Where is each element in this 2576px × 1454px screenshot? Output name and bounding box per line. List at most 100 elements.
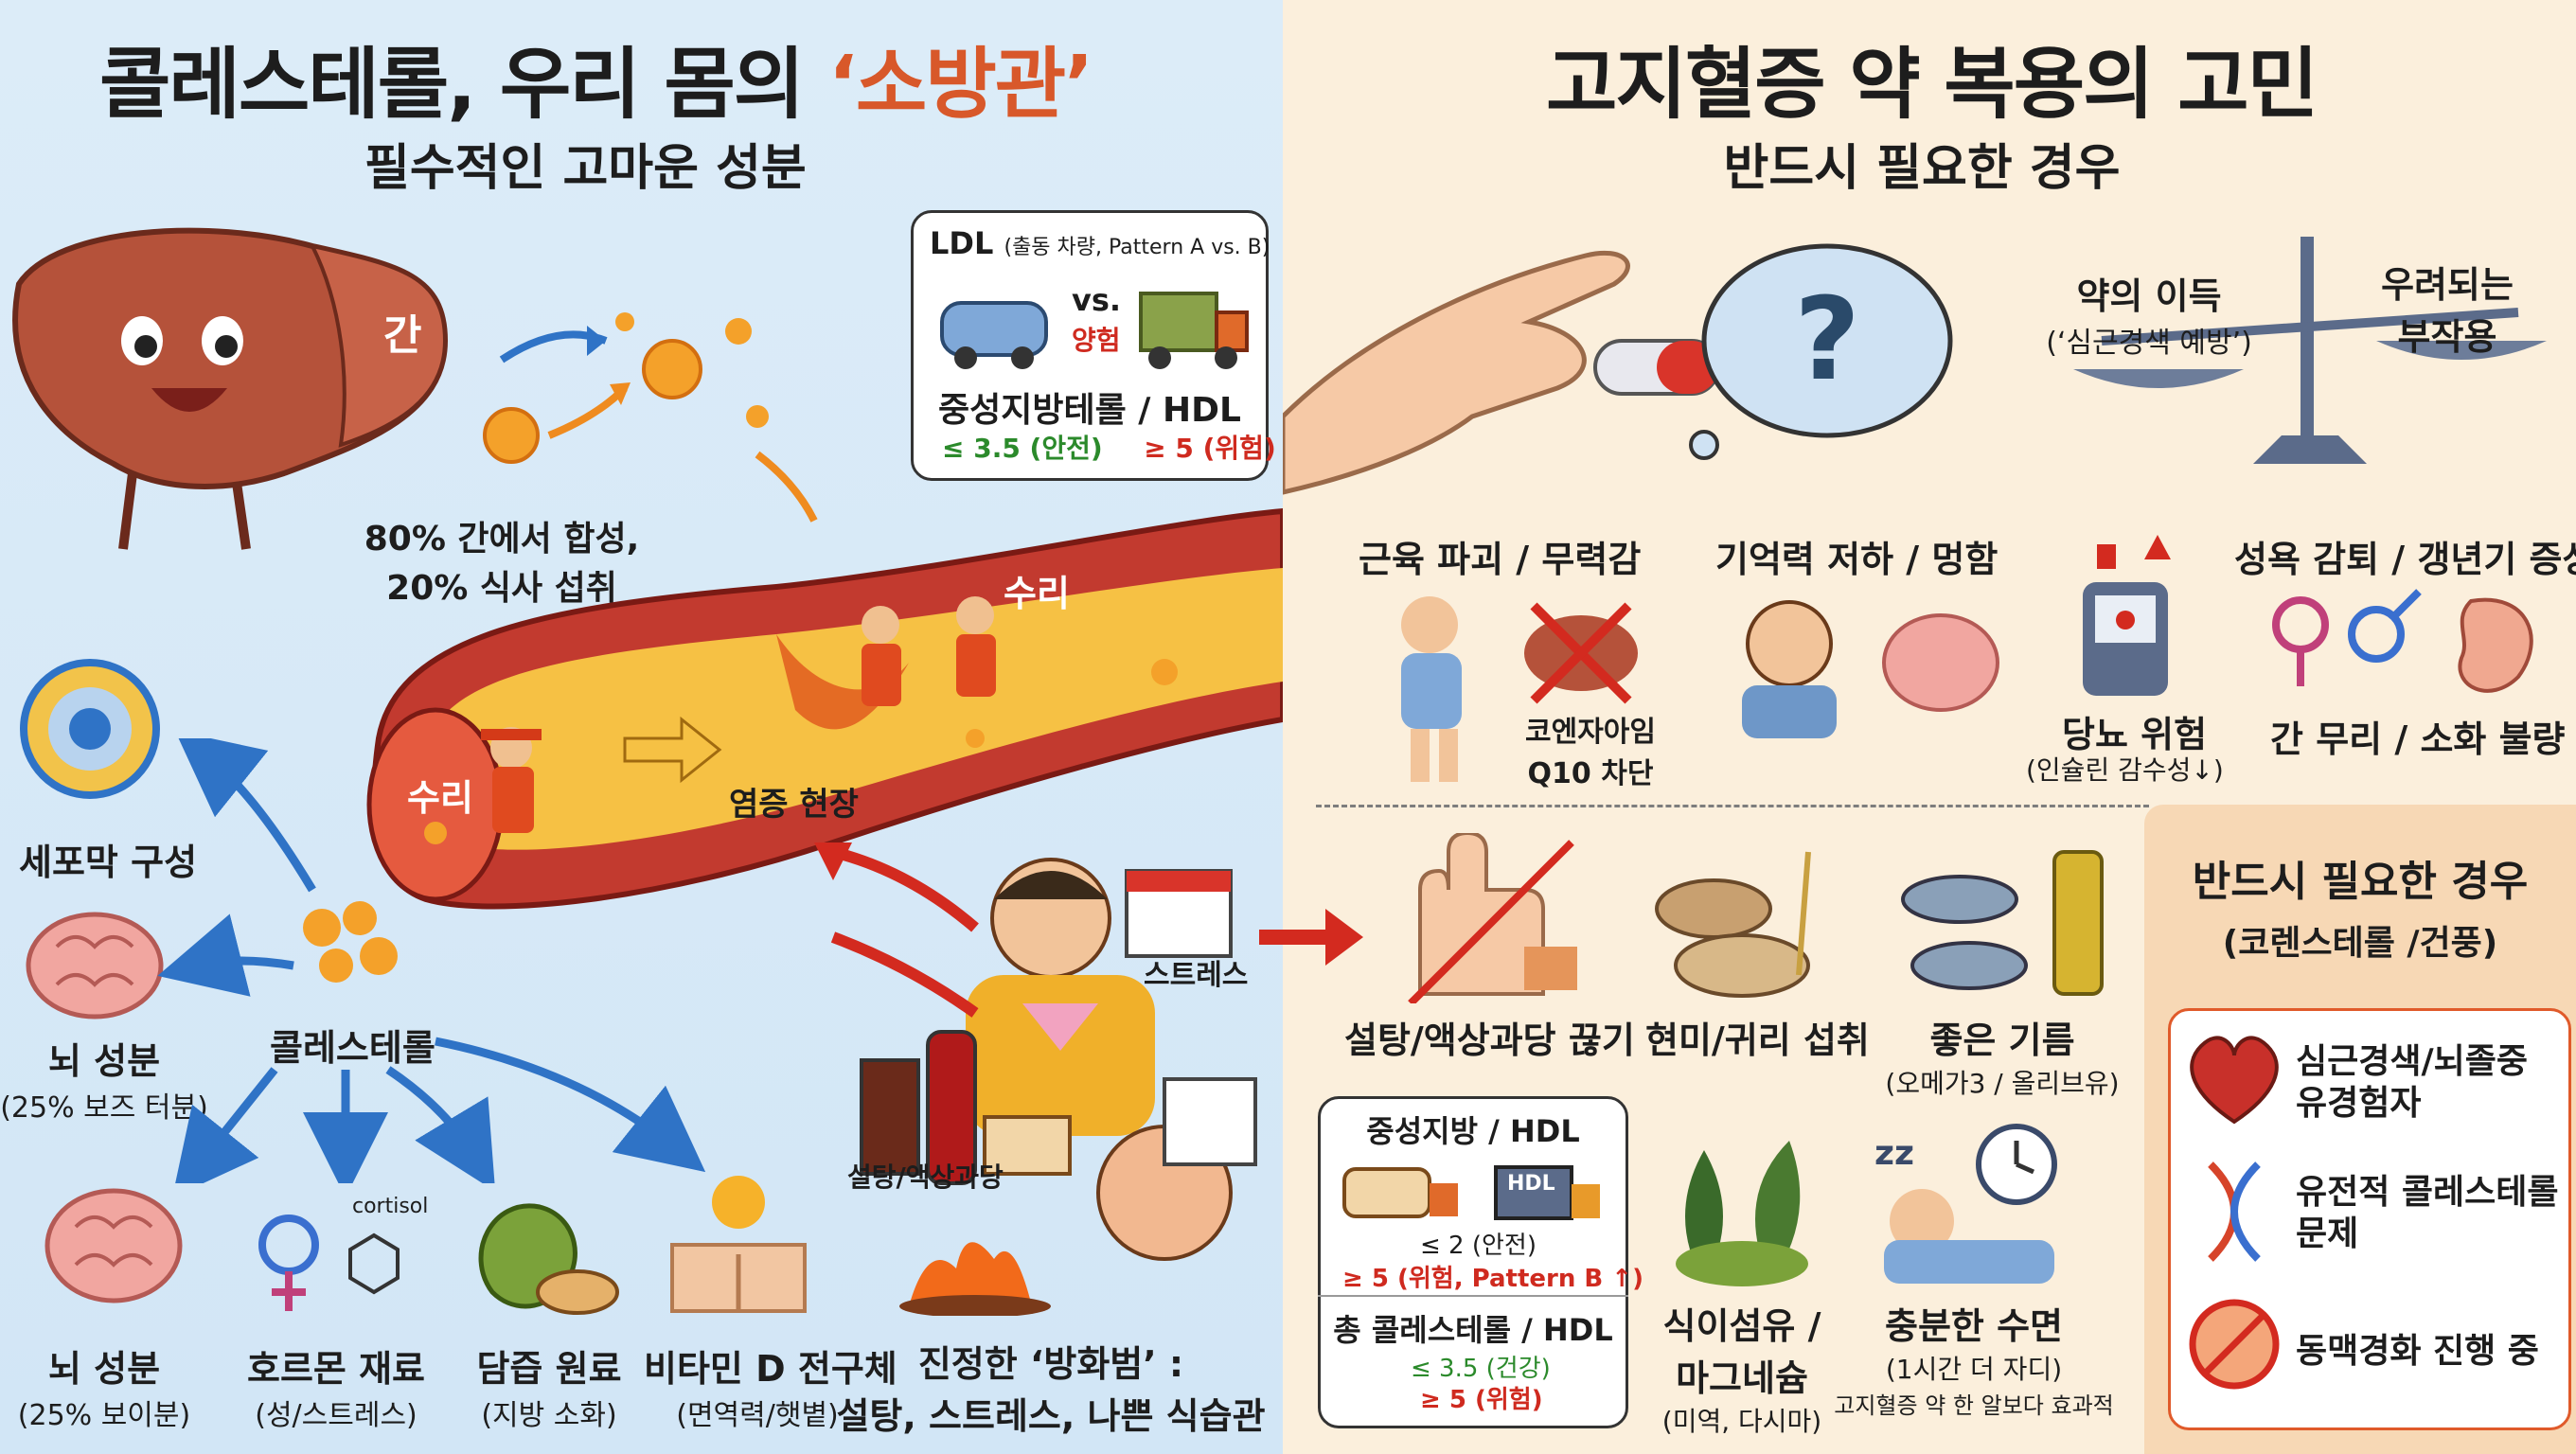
use-brain-2-title: 뇌 성분 [47,1348,161,1390]
use-arrows-icon [157,738,706,1183]
ldl-vehicles-icon [940,292,1249,369]
seaweed-icon [1676,1141,1808,1286]
use-brain-2-note: (25% 보이분) [17,1399,191,1432]
necessary-item-1-line1: 심근경색/뇌졸중 [2296,1042,2528,1081]
artery-blocked-icon [2189,1299,2280,1390]
ldl-title-note: (출동 차량, Pattern A vs. B) [1004,236,1270,259]
use-hormone-note: (성/스트레스) [255,1399,417,1432]
eating-person-icon [966,858,1233,1136]
lifestyle-sleep-note1: (1시간 더 자디) [1885,1354,2063,1385]
scale-benefit-note: (‘심근경색 예방’) [2046,327,2252,360]
coq10-line2: Q10 차단 [1527,757,1654,790]
sun-skin-icon [670,1176,807,1313]
liver-character-icon [12,227,449,550]
hand-pill-icon [1283,250,1720,495]
necessary-item-1: 심근경색/뇌졸중 유경험자 [2296,1041,2528,1125]
tg-hdl-title: 중성지방 / HDL [1366,1113,1580,1149]
grain-bowl-icon [1655,851,1811,998]
lifestyle-grain: 현미/귀리 섭취 [1645,1020,1870,1061]
ldl-tg-hdl: 중성지방테롤 / HDL [938,391,1241,430]
side-effect-muscle: 근육 파괴 / 무력감 [1359,539,1642,580]
ldl-risk: ≥ 5 (위험) [1144,433,1276,464]
lifestyle-sleep: 충분한 수면 (1시간 더 자디) 고지혈증 약 한 알보다 효과적 [1813,1297,2135,1420]
scale-side-effects: 우려되는 부작용 [2338,256,2556,360]
lifestyle-fiber-line1: 식이섬유 / [1662,1305,1821,1347]
total-hdl-title: 총 콜레스테롤 / HDL [1333,1312,1613,1348]
use-bile-note: (지방 소화) [481,1399,617,1432]
hormone-symbol-icon [258,1215,400,1311]
lifestyle-sugar-cut: 설탕/액상과당 끊기 [1344,1020,1635,1061]
lifestyle-sleep-title: 충분한 수면 [1884,1305,2064,1347]
side-effect-liver: 간 무리 / 소화 불량 [2270,718,2566,760]
scale-benefit: 약의 이득 (‘심근경색 예방’) [2016,267,2282,361]
side-effect-libido: 성욕 감퇴 / 갱년기 증상 [2234,539,2576,580]
side-effect-memory: 기억력 저하 / 멍함 [1715,539,1999,580]
cause-conclusion: 진정한 ‘방화범’ : 설탕, 스트레스, 나쁜 식습관 [833,1335,1269,1439]
question-cloud-icon: ? [1689,243,1953,460]
ldl-vs: vs. [1072,282,1122,318]
glucose-meter-icon [2083,535,2171,696]
section-divider [1316,805,2149,807]
total-hdl-risk: ≥ 5 (위험) [1420,1386,1543,1414]
necessary-item-1-line2: 유경험자 [2296,1084,2422,1123]
lifestyle-fat-title: 좋은 기름 [1929,1020,2075,1061]
ldl-title: LDL (출동 차량, Pattern A vs. B) [930,225,1270,261]
lifestyle-sleep-note2: 고지혈증 약 한 알보다 효과적 [1834,1392,2114,1419]
necessary-header: 반드시 필요한 경우 (코렌스테롤 /건풍) [2144,847,2576,965]
gender-stomach-icon [2272,589,2533,693]
use-bile-title: 담즙 원료 [476,1348,622,1390]
total-hdl-safe-text: ≤ 3.5 (건강) [1411,1355,1551,1383]
liver-label: 간 [383,311,422,360]
cause-conclusion-line1: 진정한 ‘방화범’ : [917,1343,1184,1385]
coq10-line1: 코엔자아임 [1525,716,1656,749]
use-hormone-title: 호르몬 재료 [246,1348,426,1390]
left-subtitle: 필수적인 고마운 성분 [364,140,807,197]
fish-oil-icon [1901,850,2104,996]
tg-hdl-trucks-icon [1342,1165,1600,1220]
tg-hdl-risk: ≥ 5 (위험, Pattern B ↑) [1342,1265,1643,1293]
sleep-clock-icon: zz [1874,1124,2057,1284]
cause-stress: 스트레스 [1144,959,1249,992]
lifestyle-fat: 좋은 기름 (오메가3 / 올리브유) [1870,1011,2135,1101]
necessary-item-3: 동맥경화 진행 중 [2296,1332,2539,1371]
lifestyle-fiber-line2: 마그네슘 [1676,1357,1808,1399]
synthesis-line2: 20% 식사 섭취 [386,569,617,608]
dna-icon [2208,1161,2261,1262]
vessel-inflammation: 염증 현장 [729,786,859,824]
firefighters-icon [481,596,996,833]
use-hormone: 호르몬 재료 (성/스트레스) [222,1339,450,1433]
cholesterol-particles-icon [483,312,818,523]
balance-scale-icon [2073,237,2547,464]
side-effect-diabetes-note: (인슐린 감수성↓) [2026,754,2224,786]
transition-arrow-icon [1259,909,1363,966]
ldl-safe: ≤ 3.5 (안전) [942,433,1103,464]
cell-membrane-icon [20,659,160,799]
synthesis-note: 80% 간에서 합성, 20% 식사 섭취 [341,511,663,610]
use-vitd-title: 비타민 D 전구체 [644,1348,897,1390]
ldl-ratio: ≤ 3.5 (안전) ≥ 5 (위험) [942,428,1276,466]
cholesterol-cluster-icon [303,901,398,983]
sugar-drinks-icon [860,1030,1257,1261]
brain-icon-2 [44,1188,183,1303]
total-hdl-safe: ≤ 3.5 (건강) [1411,1349,1551,1384]
stop-sugar-icon [1408,833,1577,1003]
fire-food-icon [899,1242,1051,1316]
muscle-pain-icon [1401,596,1638,782]
vessel-repair-1: 수리 [407,777,473,819]
gallbladder-icon [478,1203,619,1315]
side-effect-diabetes: 당뇨 위험 [2062,714,2208,755]
cortisol-label: cortisol [352,1195,429,1218]
right-title: 고지혈증 약 복용의 고민 [1545,40,2318,130]
tg-hdl-safe: ≤ 2 (안전) [1420,1232,1537,1260]
blood-vessel-illustration [366,507,1283,910]
use-brain-2: 뇌 성분 (25% 보이분) [0,1339,208,1433]
ldl-title-text: LDL [930,225,994,261]
tg-hdl-separator [1318,1295,1628,1297]
right-subtitle: 반드시 필요한 경우 [1723,140,2121,197]
memory-loss-icon [1742,600,1999,738]
ldl-danger: 양험 [1072,325,1121,356]
svg-text:?: ? [1794,275,1860,406]
lifestyle-fat-note: (오메가3 / 올리브유) [1885,1068,2120,1099]
left-title: 콜레스테롤, 우리 몸의 ‘소방관’ [99,21,1093,133]
tg-hdl-box [1318,1096,1628,1428]
